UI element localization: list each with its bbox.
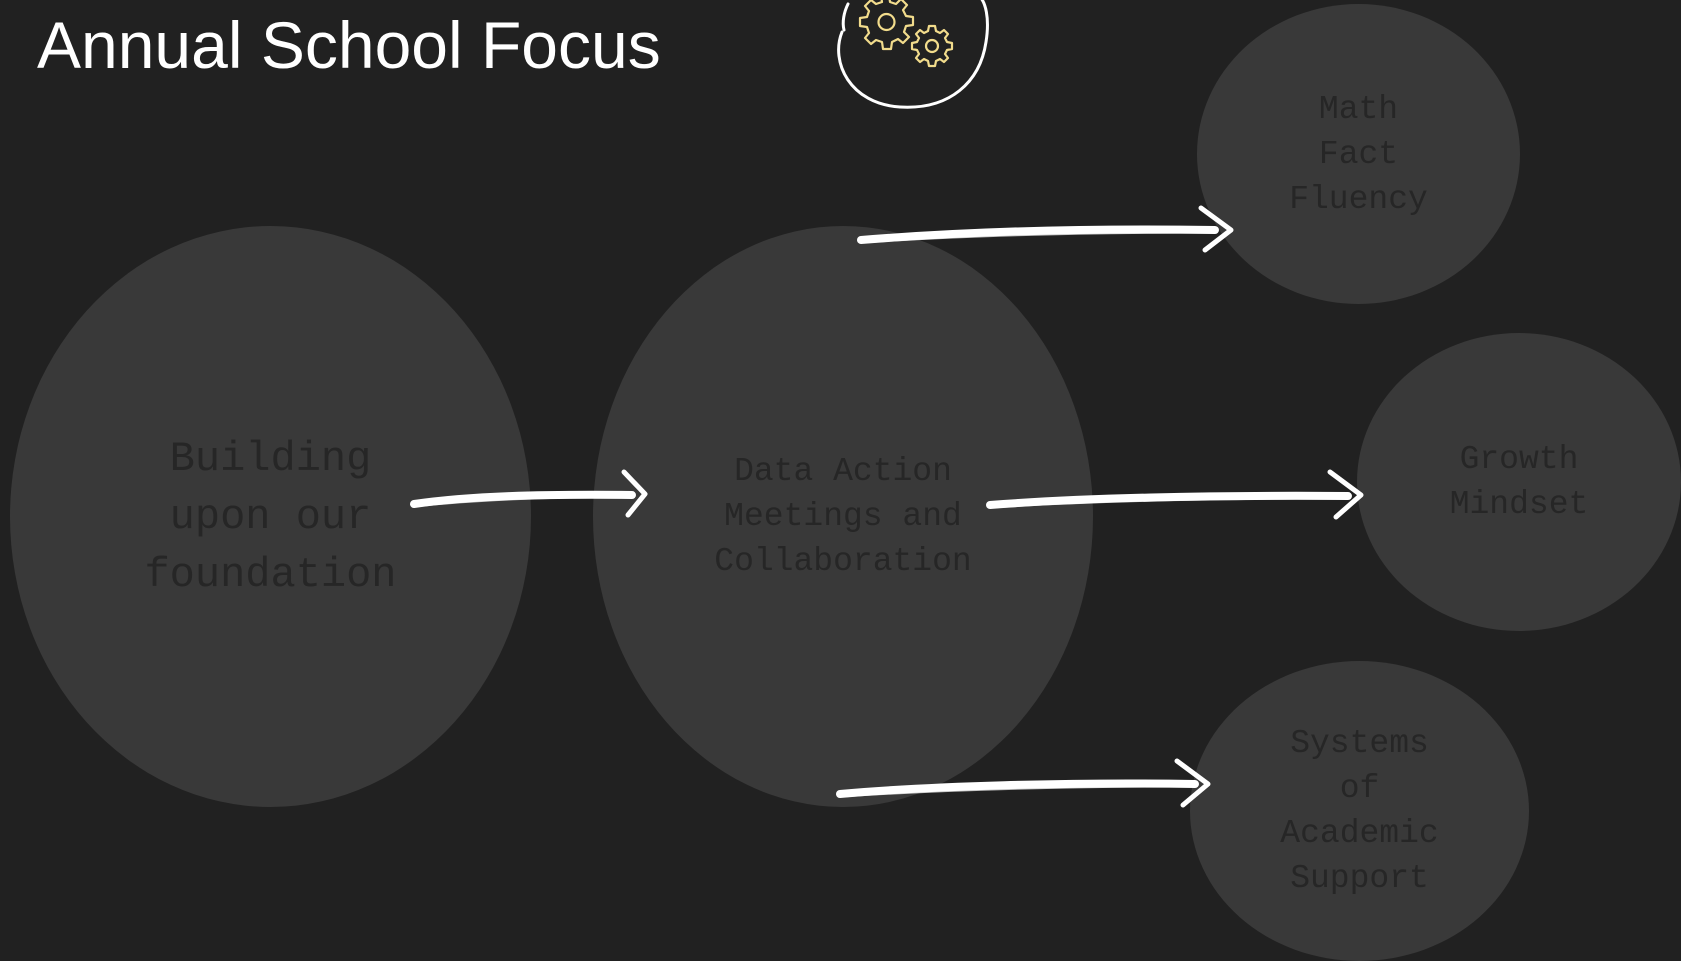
node-label: Building upon our foundation: [144, 434, 397, 599]
gears-icon: [837, 0, 989, 109]
slide-title: Annual School Focus: [37, 8, 661, 82]
node-growth-mindset: Growth Mindset: [1357, 333, 1681, 631]
node-data-action-meetings: Data Action Meetings and Collaboration: [593, 226, 1093, 807]
node-systems-of-academic-support: Systems of Academic Support: [1190, 661, 1529, 961]
node-label: Growth Mindset: [1449, 441, 1589, 523]
node-building-upon-foundation: Building upon our foundation: [10, 226, 531, 807]
node-label: Systems of Academic Support: [1280, 725, 1439, 897]
node-label: Data Action Meetings and Collaboration: [714, 453, 972, 580]
node-math-fact-fluency: Math Fact Fluency: [1197, 4, 1520, 304]
node-label: Math Fact Fluency: [1289, 90, 1428, 218]
